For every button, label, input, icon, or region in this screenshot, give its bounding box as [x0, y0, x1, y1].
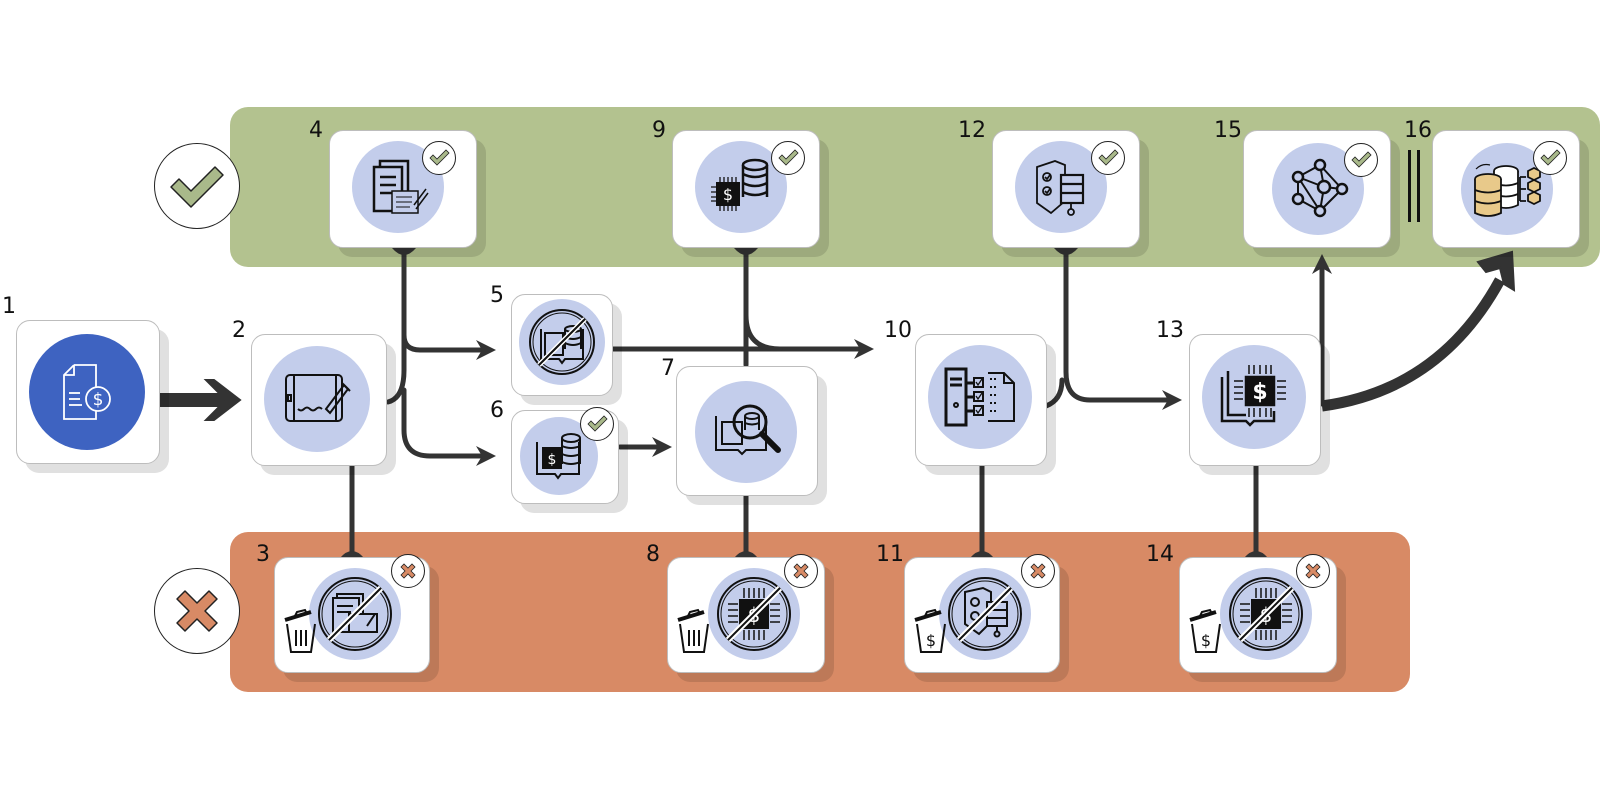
edge-1-2-head [203, 379, 242, 421]
node-3[interactable] [274, 554, 430, 673]
node-12[interactable] [992, 130, 1140, 248]
node-label: 5 [490, 283, 504, 308]
dollar-chip-coins-icon: $ [711, 158, 769, 211]
node-7[interactable] [676, 366, 818, 496]
rejected-badge [784, 554, 818, 588]
node-6[interactable]: $ [511, 407, 619, 504]
approved-badge [1533, 141, 1567, 175]
node-label: 15 [1214, 118, 1242, 143]
rejected-badge [1296, 554, 1330, 588]
no-dollar-chip-icon: $ [717, 577, 791, 651]
connector-bulb [392, 248, 416, 255]
node-9[interactable]: $ [672, 130, 820, 248]
check-icon [170, 166, 224, 208]
connector-bulb [970, 551, 994, 558]
node-label: 2 [232, 318, 246, 343]
node-16[interactable] [1432, 130, 1580, 248]
node-label: 9 [652, 118, 666, 143]
node-2[interactable] [251, 334, 387, 466]
connector-bulb [1244, 551, 1268, 558]
svg-text:$: $ [723, 185, 733, 204]
node-label: 1 [2, 294, 16, 319]
connector-bulb [340, 551, 364, 558]
trash-dollar-icon: $ [1189, 608, 1221, 653]
node-11[interactable]: $ [904, 554, 1060, 673]
edge-13-16-head [1476, 250, 1516, 292]
check-icon [429, 149, 450, 166]
trash-dollar-icon: $ [914, 608, 946, 653]
cross-icon [400, 563, 416, 579]
cross-icon [176, 590, 218, 632]
svg-text:$: $ [548, 452, 557, 468]
cross-icon [793, 563, 809, 579]
node-5[interactable] [511, 294, 613, 396]
approved-badge [1344, 143, 1378, 177]
approved-badge [422, 141, 456, 175]
connector-bulb [734, 248, 758, 255]
rejected-badge [1021, 554, 1055, 588]
trash-icon [677, 608, 709, 653]
node-label: 4 [309, 118, 323, 143]
approved-badge [771, 141, 805, 175]
node-label: 13 [1156, 318, 1184, 343]
check-icon [587, 415, 608, 432]
edge-12-13 [1063, 247, 1182, 410]
node-14[interactable]: $ $ [1179, 554, 1337, 673]
no-shield-database-icon [948, 577, 1022, 651]
edge-9-10-curve [743, 312, 783, 352]
no-dollar-chip-icon: $ [1229, 577, 1303, 651]
parallel-marker [1408, 150, 1422, 222]
node-label: 16 [1404, 118, 1432, 143]
check-icon [1098, 149, 1119, 166]
check-icon [1540, 149, 1561, 166]
node-8[interactable]: $ [667, 554, 825, 673]
trash-icon [284, 608, 316, 653]
node-10[interactable] [915, 334, 1047, 466]
edge-10-13 [1043, 377, 1065, 409]
node-13[interactable]: $ [1189, 334, 1321, 466]
node-15[interactable] [1243, 130, 1391, 248]
check-icon [1351, 151, 1372, 168]
cross-icon [1030, 563, 1046, 579]
node-label: 12 [958, 118, 986, 143]
approved-badge [580, 407, 614, 441]
svg-text:$: $ [926, 631, 936, 650]
node-label: 6 [490, 398, 504, 423]
no-financial-data-book-icon [529, 309, 595, 375]
svg-text:$: $ [93, 390, 104, 410]
success-legend [154, 143, 240, 229]
node-label: 3 [256, 542, 270, 567]
node-1[interactable]: $ [16, 320, 160, 464]
approved-badge [1091, 141, 1125, 175]
rejected-badge [391, 554, 425, 588]
svg-text:$: $ [1252, 380, 1267, 405]
dollar-chip-book-icon: $ [1220, 365, 1286, 427]
node-label: 14 [1146, 542, 1174, 567]
no-documents-signature-icon [318, 577, 392, 651]
edge-13-16 [1321, 277, 1505, 412]
node-label: 7 [661, 356, 675, 381]
signed-documents-icon [372, 159, 429, 214]
data-search-book-icon [715, 404, 781, 456]
node-label: 10 [884, 318, 912, 343]
tablet-signature-icon [285, 374, 351, 422]
svg-text:$: $ [1201, 631, 1211, 650]
connector-bulb [734, 551, 758, 558]
financial-data-book-icon: $ [536, 433, 581, 480]
node-4[interactable] [329, 130, 477, 248]
node-label: 11 [876, 542, 904, 567]
edge-2-6 [401, 387, 496, 466]
check-icon [778, 149, 799, 166]
node-label: 8 [646, 542, 660, 567]
connector-bulb [1054, 248, 1078, 255]
server-checklist-icon [944, 367, 1015, 427]
invoice-dollar-icon: $ [63, 364, 111, 420]
failure-legend [154, 568, 240, 654]
neural-network-icon [1291, 158, 1349, 218]
shield-database-icon [1036, 160, 1085, 216]
cross-icon [1305, 563, 1321, 579]
database-blocks-icon [1474, 163, 1541, 217]
